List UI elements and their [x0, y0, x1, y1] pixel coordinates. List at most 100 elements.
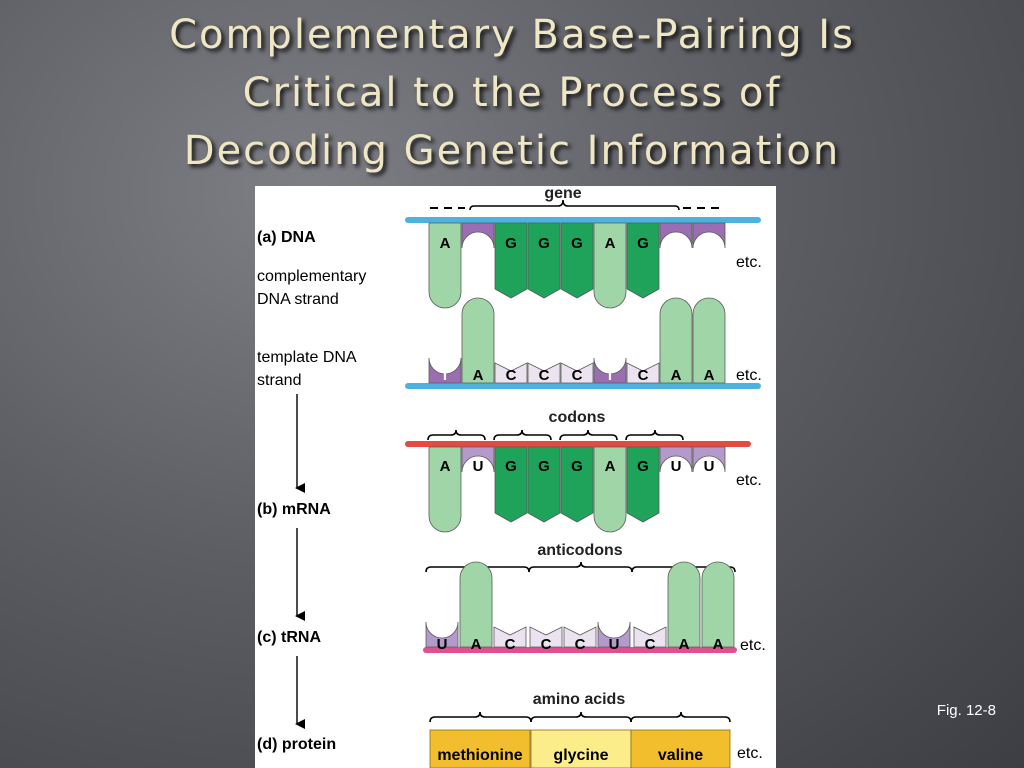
complementary-base-7 [626, 222, 660, 299]
trna-backbone [423, 647, 737, 653]
title-line-2: Critical to the Process of [242, 70, 782, 116]
complementary-base-8 [659, 222, 693, 249]
slide-title: Complementary Base-Pairing Is Critical t… [0, 6, 1024, 180]
mrna-base-letter-7: G [637, 458, 649, 475]
template-base-letter-2: A [473, 367, 484, 384]
gene-bracket [469, 199, 680, 211]
figure-canvas: (a) DNA complementary DNA strand templat… [257, 186, 766, 768]
mrna-base-2 [461, 446, 495, 473]
etc-trna: etc. [740, 637, 766, 654]
template-base-5 [560, 362, 594, 384]
complementary-base-letter-4: G [538, 235, 550, 252]
complementary-base-6 [593, 222, 627, 309]
template-base-9 [692, 297, 726, 384]
trna-base-letter-9: A [713, 636, 724, 653]
complementary-base-9 [692, 222, 726, 249]
template-base-letter-5: C [572, 367, 583, 384]
label-protein: (d) protein [257, 736, 336, 753]
trna-base-8 [667, 561, 701, 648]
complementary-base-1 [428, 222, 462, 309]
trna-base-2 [459, 561, 493, 648]
complementary-base-letter-6: A [605, 235, 616, 252]
trna-base-letter-6: U [609, 636, 620, 653]
complementary-base-5 [560, 222, 594, 299]
trna-base-letter-5: C [575, 636, 586, 653]
etc-protein: etc. [737, 745, 763, 762]
complementary-base-letter-1: A [440, 235, 451, 252]
complementary-base-letter-2: T [473, 235, 482, 252]
template-base-4 [527, 362, 561, 384]
etc-template: etc. [736, 367, 762, 384]
trna-base-letter-4: C [541, 636, 552, 653]
complementary-base-letter-8: T [671, 235, 680, 252]
template-base-7 [626, 362, 660, 384]
amino-acid-box-3 [630, 729, 731, 768]
template-base-letter-6: T [605, 367, 614, 384]
mrna-base-1 [428, 446, 462, 533]
codon-bracket-3 [559, 429, 618, 441]
mrna-base-7 [626, 446, 660, 523]
amino-acid-label-3: valine [658, 747, 703, 764]
mrna-base-5 [560, 446, 594, 523]
template-base-letter-3: C [506, 367, 517, 384]
template-base-3 [494, 362, 528, 384]
heading-gene: gene [544, 186, 581, 202]
trna-base-letter-2: A [471, 636, 482, 653]
label-complementary-1: complementary [257, 268, 366, 285]
complementary-base-4 [527, 222, 561, 299]
trna-base-9 [701, 561, 735, 648]
title-line-3: Decoding Genetic Information [183, 128, 841, 174]
dna-backbone-bottom [405, 383, 761, 389]
template-base-8 [659, 297, 693, 384]
base-pairing-figure: (a) DNA complementary DNA strand templat… [255, 186, 776, 768]
mrna-base-letter-9: U [704, 458, 715, 475]
template-base-letter-9: A [704, 367, 715, 384]
template-base-letter-4: C [539, 367, 550, 384]
etc-mrna: etc. [736, 472, 762, 489]
mrna-backbone [405, 441, 751, 447]
mrna-base-4 [527, 446, 561, 523]
template-base-1 [428, 357, 462, 384]
trna-base-letter-1: U [437, 636, 448, 653]
mrna-base-6 [593, 446, 627, 533]
amino-acid-box-1 [429, 729, 531, 768]
label-template-1: template DNA [257, 349, 357, 366]
codon-bracket-2 [493, 429, 552, 441]
label-trna: (c) tRNA [257, 629, 321, 646]
trna-base-letter-8: A [679, 636, 690, 653]
label-template-2: strand [257, 372, 301, 389]
etc-complementary: etc. [736, 254, 762, 271]
complementary-base-letter-7: G [637, 235, 649, 252]
trna-base-5 [563, 626, 597, 648]
trna-base-3 [493, 626, 527, 648]
title-line-1: Complementary Base-Pairing Is [169, 12, 855, 58]
amino-acid-label-2: glycine [553, 747, 608, 764]
mrna-base-letter-5: G [571, 458, 583, 475]
template-base-letter-7: C [638, 367, 649, 384]
label-dna: (a) DNA [257, 229, 316, 246]
mrna-base-letter-6: A [605, 458, 616, 475]
aa-bracket-3 [630, 711, 731, 723]
label-complementary-2: DNA strand [257, 291, 339, 308]
complementary-base-2 [461, 222, 495, 249]
mrna-base-3 [494, 446, 528, 523]
dna-backbone-top [405, 217, 761, 223]
trna-base-7 [633, 626, 667, 648]
codon-bracket-1 [427, 429, 486, 441]
heading-anticodons: anticodons [537, 542, 622, 559]
template-base-letter-8: A [671, 367, 682, 384]
template-base-letter-1: T [440, 367, 449, 384]
template-base-6 [593, 357, 627, 384]
mrna-base-letter-8: U [671, 458, 682, 475]
mrna-base-9 [692, 446, 726, 473]
label-mrna: (b) mRNA [257, 501, 331, 518]
template-base-2 [461, 297, 495, 384]
mrna-base-letter-2: U [473, 458, 484, 475]
complementary-base-3 [494, 222, 528, 299]
trna-base-6 [597, 621, 631, 648]
trna-base-letter-7: C [645, 636, 656, 653]
